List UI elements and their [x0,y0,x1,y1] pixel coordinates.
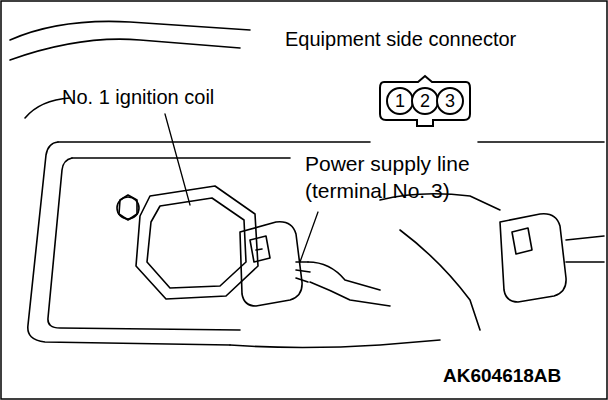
terminal-number: 2 [420,91,430,112]
part-label: Power supply line (terminal No. 3) [305,150,530,205]
bolt-head [119,195,137,220]
tray-edge [58,141,604,143]
part-label: No. 1 ignition coil [62,84,214,110]
terminal-circle: 1 [386,87,414,115]
tray-edge [230,340,440,348]
connector-outline [380,76,470,126]
figure-code: AK604618AB [443,364,561,389]
tray-lip [72,157,290,159]
connector-housing: Equipment side connector123 [378,74,472,130]
terminal-circle: 2 [411,87,439,115]
terminal-circle: 3 [436,87,464,115]
harness [310,282,390,306]
leader-line [300,212,318,262]
leader-line [165,114,190,205]
terminal-number: 1 [395,91,405,112]
second-coil-connector [500,214,566,302]
pipe-line [10,39,240,60]
connector-latch [250,236,270,262]
tray-lip [48,158,240,330]
harness [566,236,604,262]
connector-heading: Equipment side connector [285,28,516,51]
terminal-number: 3 [445,91,455,112]
pipe-line [10,21,250,40]
ignition-coil-top [147,198,246,288]
tray-edge [28,142,230,345]
connector-latch [512,228,532,254]
coil-connector [240,222,302,306]
second-coil-body [400,230,480,330]
harness-wires [296,262,310,282]
